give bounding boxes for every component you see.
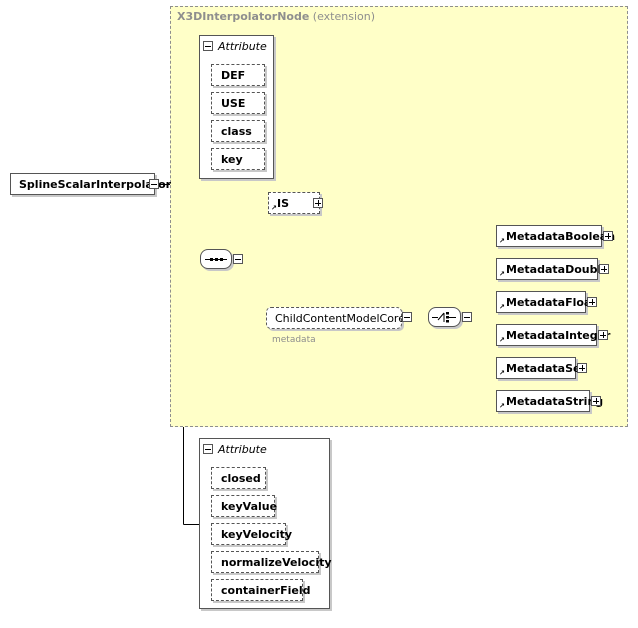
root-collapse-icon[interactable]	[149, 179, 159, 189]
is-expand-icon[interactable]	[313, 198, 323, 208]
choice-icon	[432, 312, 456, 323]
reference-arrow-icon: ↗	[499, 303, 505, 311]
extension-title: X3DInterpolatorNode (extension)	[177, 10, 375, 23]
root-element-label: SplineScalarInterpolator	[19, 177, 172, 191]
metadata-boolean[interactable]: ↗ MetadataBoolean	[496, 225, 615, 247]
attribute-class[interactable]: class	[211, 120, 265, 142]
attribute-use[interactable]: USE	[211, 92, 265, 114]
attribute-keyvelocity[interactable]: keyVelocity	[211, 523, 292, 545]
attribute-key[interactable]: key	[211, 148, 265, 170]
group-collapse-icon[interactable]	[402, 312, 412, 322]
metadata-set-expand-icon[interactable]	[577, 363, 587, 373]
metadata-boolean-expand-icon[interactable]	[603, 231, 613, 241]
group-label: ChildContentModelCore	[275, 311, 405, 325]
attribute-normalizevelocity[interactable]: normalizeVelocity	[211, 551, 332, 573]
reference-arrow-icon: ↗	[499, 402, 505, 410]
metadata-set-label: MetadataSet	[506, 361, 586, 375]
metadata-float-label: MetadataFloat	[506, 295, 597, 309]
metadata-set[interactable]: ↗ MetadataSet	[496, 357, 586, 379]
sequence-compositor	[200, 249, 232, 269]
metadata-double-label: MetadataDouble	[506, 262, 609, 276]
is-element-label: IS	[277, 196, 290, 210]
attribute-keyvalue[interactable]: keyValue	[211, 495, 277, 517]
metadata-double[interactable]: ↗ MetadataDouble	[496, 258, 609, 280]
sequence-collapse-icon[interactable]	[233, 254, 243, 264]
reference-arrow-icon: ↗	[499, 270, 505, 278]
extension-name: X3DInterpolatorNode	[177, 10, 310, 23]
metadata-integer-expand-icon[interactable]	[598, 330, 608, 340]
sequence-icon	[205, 258, 227, 261]
metadata-double-expand-icon[interactable]	[599, 264, 609, 274]
metadata-string[interactable]: ↗ MetadataString	[496, 390, 603, 412]
attribute-containerfield[interactable]: containerField	[211, 579, 310, 601]
child-content-group[interactable]: ChildContentModelCore	[266, 307, 405, 329]
is-element[interactable]: ↗ IS	[268, 192, 320, 214]
extension-suffix: (extension)	[312, 10, 376, 23]
reference-arrow-icon: ↗	[499, 237, 505, 245]
reference-arrow-icon: ↗	[499, 369, 505, 377]
attribute-heading: Attribute	[218, 40, 267, 53]
metadata-integer[interactable]: ↗ MetadataInteger	[496, 324, 610, 346]
reference-arrow-icon: ↗	[499, 336, 505, 344]
group-sublabel: metadata	[272, 335, 316, 345]
own-attribute-collapse-icon[interactable]	[203, 444, 213, 454]
attribute-collapse-icon[interactable]	[203, 41, 213, 51]
attribute-closed[interactable]: closed	[211, 467, 266, 489]
choice-collapse-icon[interactable]	[462, 312, 472, 322]
root-element[interactable]: SplineScalarInterpolator	[10, 173, 171, 195]
metadata-boolean-label: MetadataBoolean	[506, 229, 616, 243]
metadata-float[interactable]: ↗ MetadataFloat	[496, 291, 597, 313]
metadata-string-expand-icon[interactable]	[591, 396, 601, 406]
own-attribute-heading: Attribute	[218, 443, 267, 456]
attribute-def[interactable]: DEF	[211, 64, 265, 86]
metadata-string-label: MetadataString	[506, 394, 604, 408]
metadata-integer-label: MetadataInteger	[506, 328, 611, 342]
metadata-float-expand-icon[interactable]	[587, 297, 597, 307]
reference-arrow-icon: ↗	[271, 204, 277, 212]
choice-compositor	[428, 307, 461, 327]
